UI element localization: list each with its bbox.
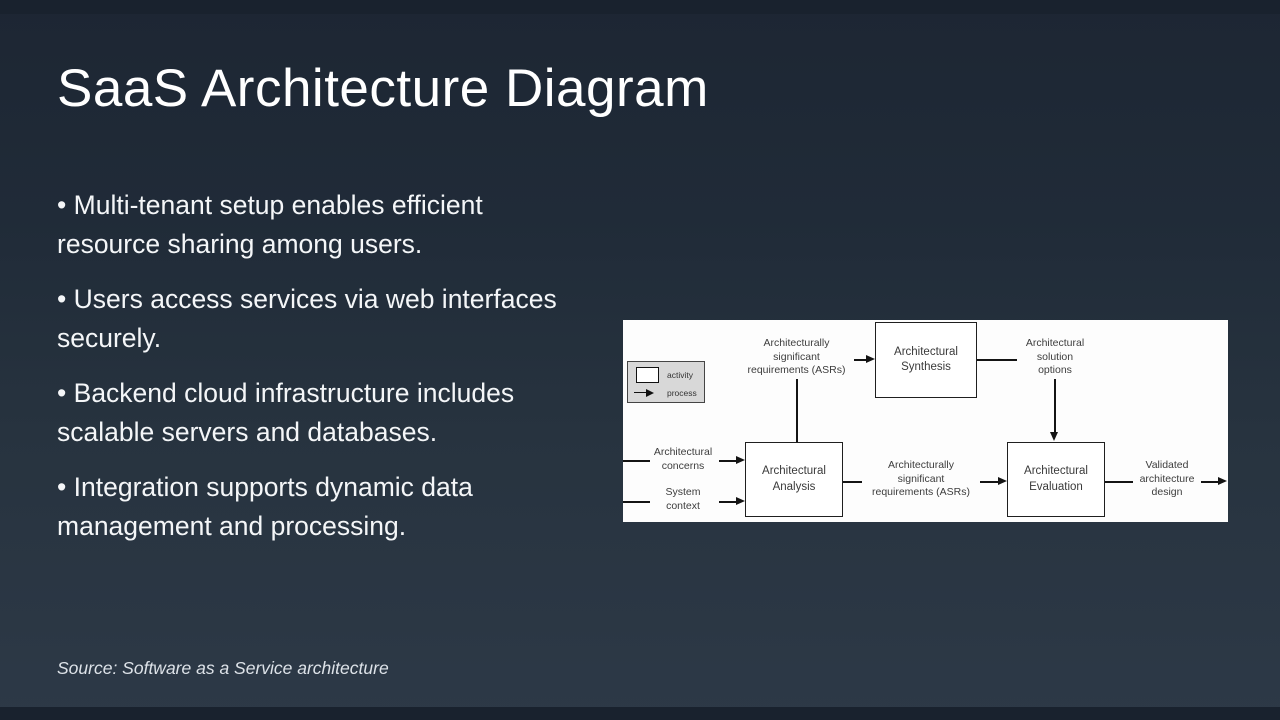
bullet-item-backend: • Backend cloud infrastructure includes … — [57, 378, 515, 447]
edge-synthesis-to-solution — [977, 359, 1017, 361]
legend-activity-label: activity — [667, 370, 693, 380]
label-system-context: System context — [665, 486, 701, 512]
bullet-item-multi-tenant: • Multi-tenant setup enables efficient r… — [57, 190, 483, 259]
arrowhead-right-icon — [736, 455, 745, 464]
arrowhead-right-icon — [866, 354, 875, 363]
legend-process-label: process — [667, 388, 697, 398]
edge-asr-to-synthesis — [854, 359, 867, 361]
edge-context-to-analysis — [719, 501, 736, 503]
architecture-diagram-panel: activity process Architectural Synthesis… — [623, 320, 1228, 522]
arrowhead-right-icon — [998, 476, 1007, 485]
bullet-list: • Multi-tenant setup enables efficient r… — [57, 186, 582, 562]
edge-validated-out — [1201, 481, 1218, 483]
edge-asr-to-evaluation — [980, 481, 998, 483]
activity-box-icon — [636, 367, 659, 383]
bullet-item-web-access: • Users access services via web interfac… — [57, 284, 557, 353]
label-architectural-concerns: Architectural concerns — [653, 446, 713, 472]
bottom-edge-strip — [0, 707, 1280, 720]
edge-evaluation-to-validated — [1105, 481, 1133, 483]
process-arrow-icon — [634, 391, 647, 393]
node-architectural-analysis: Architectural Analysis — [745, 442, 843, 517]
edge-analysis-to-asr — [843, 481, 862, 483]
arrowhead-right-icon — [1218, 476, 1227, 485]
label-validated-design: Validated architecture design — [1139, 459, 1195, 498]
edge-concerns-in — [623, 460, 650, 462]
edge-asr-to-analysis — [796, 379, 798, 442]
arrowhead-down-icon — [1050, 432, 1058, 441]
slide-title: SaaS Architecture Diagram — [57, 59, 709, 118]
source-caption: Source: Software as a Service architectu… — [57, 658, 389, 678]
edge-concerns-to-analysis — [719, 460, 736, 462]
label-asr-top: Architecturally significant requirements… — [747, 337, 846, 376]
edge-solution-to-evaluation — [1054, 379, 1056, 433]
node-architectural-synthesis: Architectural Synthesis — [875, 322, 977, 398]
process-arrowhead-icon — [646, 388, 654, 397]
diagram-legend: activity process — [627, 361, 705, 403]
label-asr-mid: Architecturally significant requirements… — [871, 459, 971, 498]
bullet-item-integration: • Integration supports dynamic data mana… — [57, 472, 473, 541]
top-edge-strip — [0, 0, 1280, 14]
edge-context-in — [623, 501, 650, 503]
arrowhead-right-icon — [736, 496, 745, 505]
label-solution-options: Architectural solution options — [1025, 337, 1085, 376]
node-architectural-evaluation: Architectural Evaluation — [1007, 442, 1105, 517]
